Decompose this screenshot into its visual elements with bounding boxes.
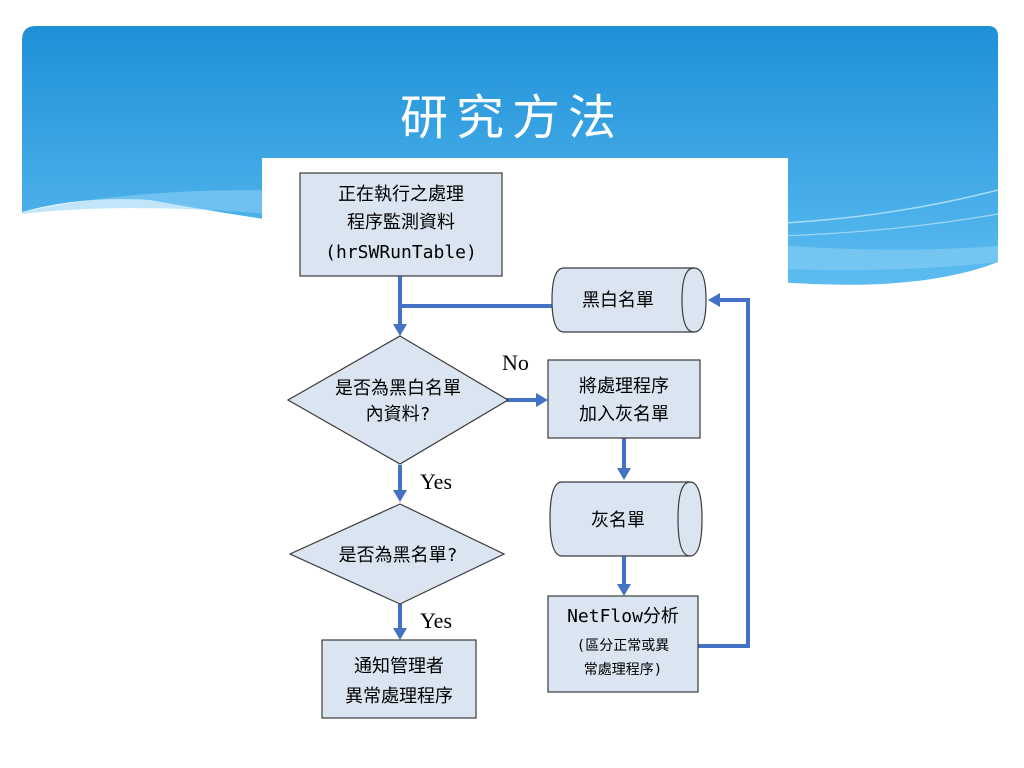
node-netflow-line-2: (區分正常或異 xyxy=(577,638,669,654)
arrowhead-right xyxy=(536,393,548,407)
edge-label-yes-2: Yes xyxy=(420,608,452,633)
node-add-gray: 將處理程序 加入灰名單 xyxy=(547,359,701,439)
node-netflow-line-3: 常處理程序) xyxy=(584,662,662,678)
node-notify: 通知管理者 異常處理程序 xyxy=(321,639,477,719)
node-notify-line-2: 異常處理程序 xyxy=(345,686,453,707)
arrowhead-down xyxy=(617,584,631,596)
arrowhead-left xyxy=(708,293,720,307)
node-gray-list: 灰名單 xyxy=(549,481,703,557)
slide-title: 研究方法 xyxy=(399,90,624,146)
node-decision-black-label: 是否為黑名單? xyxy=(339,545,458,566)
node-bw-list-label: 黑白名單 xyxy=(582,290,654,311)
arrowhead-down xyxy=(393,324,407,336)
flowchart-panel: 正在執行之處理 程序監測資料 (hrSWRunTable) 黑白名單 是否為黑白… xyxy=(262,158,788,758)
edge-label-no: No xyxy=(502,350,529,375)
node-decision-in-list-line-1: 是否為黑白名單 xyxy=(335,378,461,399)
flowchart: 正在執行之處理 程序監測資料 (hrSWRunTable) 黑白名單 是否為黑白… xyxy=(286,172,750,719)
node-add-gray-line-2: 加入灰名單 xyxy=(579,404,669,425)
node-decision-in-list: 是否為黑白名單 內資料? xyxy=(286,335,510,465)
arrowhead-down xyxy=(393,628,407,640)
node-decision-in-list-line-2: 內資料? xyxy=(366,404,431,425)
arrowhead-down xyxy=(393,490,407,502)
edge-label-yes-1: Yes xyxy=(420,469,452,494)
node-gray-list-label: 灰名單 xyxy=(591,510,645,531)
node-netflow-line-1: NetFlow分析 xyxy=(567,606,679,627)
node-bw-list: 黑白名單 xyxy=(551,267,707,333)
arrowhead-down xyxy=(617,468,631,480)
node-notify-line-1: 通知管理者 xyxy=(354,656,444,677)
node-input-data-line-1: 正在執行之處理 xyxy=(338,184,464,205)
node-add-gray-line-1: 將處理程序 xyxy=(579,376,669,397)
node-netflow: NetFlow分析 (區分正常或異 常處理程序) xyxy=(547,595,699,693)
connector-netflow-loop xyxy=(698,298,750,648)
node-input-data-line-2: 程序監測資料 xyxy=(347,212,455,233)
node-input-data: 正在執行之處理 程序監測資料 (hrSWRunTable) xyxy=(299,172,503,277)
node-decision-black: 是否為黑名單? xyxy=(288,503,506,605)
node-input-data-line-3: (hrSWRunTable) xyxy=(325,242,477,263)
